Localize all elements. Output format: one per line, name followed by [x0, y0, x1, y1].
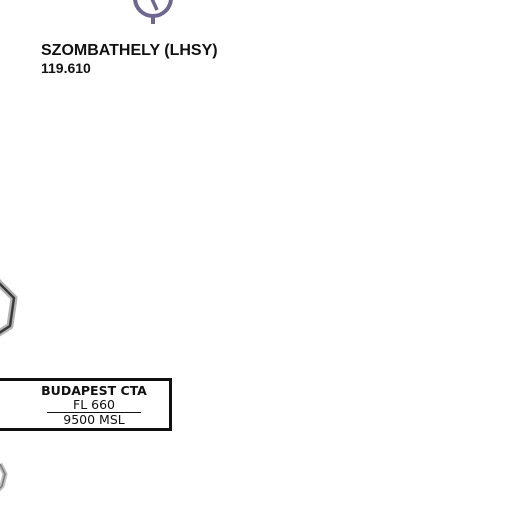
airport-name: SZOMBATHELY (LHSY): [41, 42, 218, 59]
airspace-name: BUDAPEST CTA: [41, 383, 147, 398]
airspace-lower-limit: 9500 MSL: [63, 412, 125, 427]
airport-frequency: 119.610: [41, 60, 91, 76]
airspace-label-box[interactable]: BUDAPEST CTA FL 660 9500 MSL: [0, 378, 172, 431]
airfield-icon[interactable]: [126, 0, 180, 32]
navaid-hexagon-icon[interactable]: [0, 268, 22, 348]
airspace-upper-limit: FL 660: [73, 397, 115, 412]
airport-label[interactable]: SZOMBATHELY (LHSY) 119.610: [41, 41, 218, 77]
navaid-partial-icon[interactable]: [0, 462, 8, 494]
airspace-limit-divider: [47, 412, 141, 413]
